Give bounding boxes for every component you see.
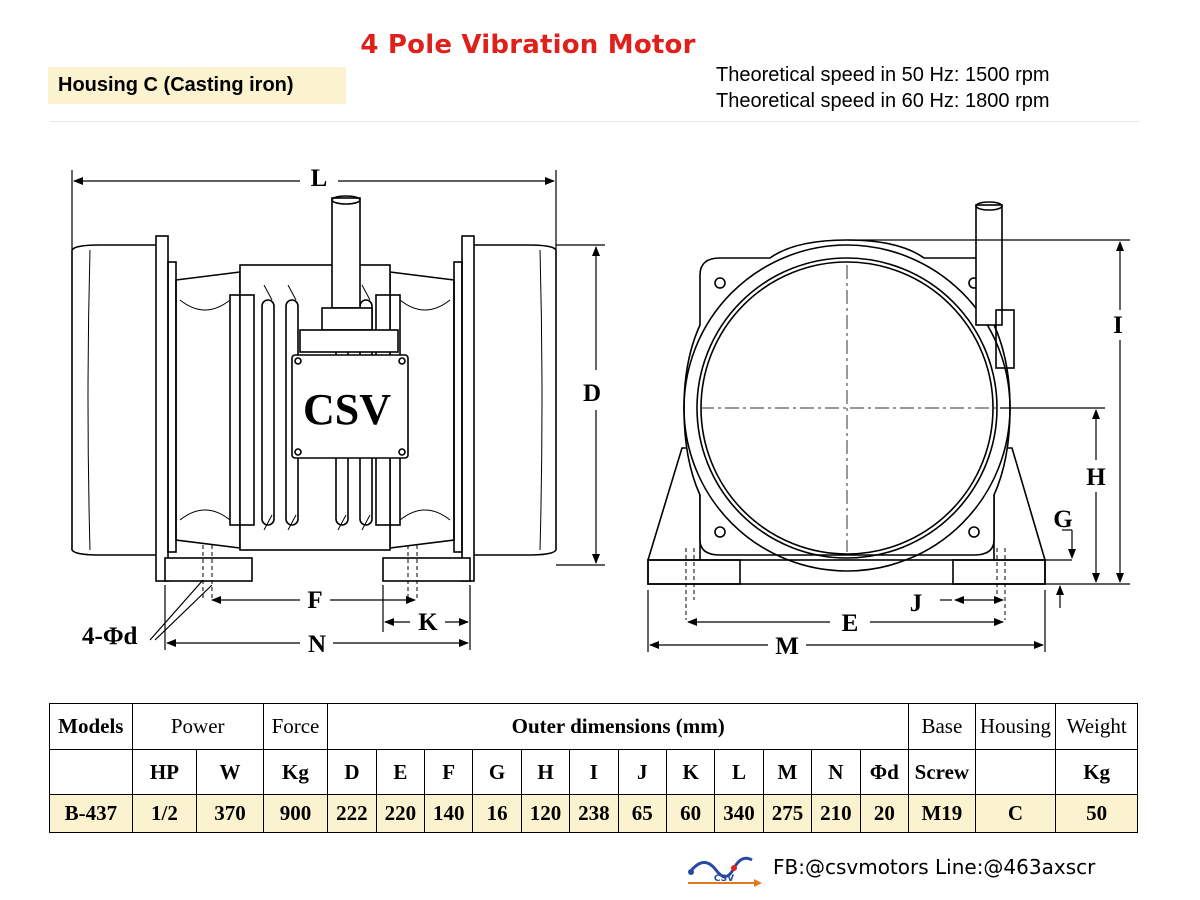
dim-label-n: N bbox=[308, 631, 326, 658]
table-cell: 370 bbox=[196, 794, 264, 833]
table-cell: 1/2 bbox=[131, 794, 198, 833]
header-outer-dimensions: Outer dimensions (mm) bbox=[327, 703, 910, 750]
speed-60hz: Theoretical speed in 60 Hz: 1800 rpm bbox=[716, 90, 1050, 112]
speed-50hz-label: Theoretical speed in 50 Hz: bbox=[716, 64, 960, 86]
dim-label-g: G bbox=[1053, 506, 1072, 533]
table-cell: 210 bbox=[811, 794, 861, 833]
logo-text: CSV bbox=[714, 874, 734, 884]
table-cell: 16 bbox=[472, 794, 522, 833]
subheader-cell: E bbox=[375, 749, 426, 795]
header-divider bbox=[50, 121, 1140, 122]
subheader-cell: J bbox=[617, 749, 667, 795]
header-models: Models bbox=[49, 703, 133, 750]
dim-label-f: F bbox=[307, 587, 322, 614]
brand-mark: CSV bbox=[303, 385, 391, 434]
front-view-dimensions bbox=[647, 239, 1130, 652]
subheader-cell bbox=[49, 749, 133, 795]
page-title: 4 Pole Vibration Motor bbox=[360, 30, 696, 60]
dim-label-l: L bbox=[311, 165, 328, 192]
subheader-cell bbox=[974, 749, 1057, 795]
speed-50hz-value: 1500 rpm bbox=[965, 64, 1050, 86]
subheader-cell: M bbox=[762, 749, 813, 795]
subheader-cell: Kg bbox=[1055, 749, 1138, 795]
subheader-cell: Φd bbox=[859, 749, 910, 795]
subheader-cell: L bbox=[714, 749, 764, 795]
table-header-row: Models Power Force Outer dimensions (mm)… bbox=[49, 703, 1138, 750]
table-cell: 238 bbox=[569, 794, 619, 833]
subheader-cell: W bbox=[196, 749, 264, 795]
subheader-cell: HP bbox=[131, 749, 198, 795]
table-cell: 65 bbox=[617, 794, 667, 833]
footer-contact: FB:@csvmotors Line:@463axscr bbox=[773, 855, 1096, 879]
technical-drawing: CSV L D F K N 4-Φd bbox=[71, 165, 1130, 660]
dim-label-hole: 4-Φd bbox=[82, 623, 138, 650]
subheader-cell: N bbox=[811, 749, 861, 795]
table-cell: M19 bbox=[908, 794, 976, 833]
dim-label-i: I bbox=[1113, 312, 1123, 339]
subheader-cell: H bbox=[520, 749, 571, 795]
header-force: Force bbox=[262, 703, 329, 750]
table-cell: 340 bbox=[714, 794, 764, 833]
dim-label-h: H bbox=[1086, 464, 1106, 491]
subheader-cell: Screw bbox=[908, 749, 976, 795]
header-housing: Housing bbox=[974, 703, 1057, 750]
table-cell: 140 bbox=[424, 794, 474, 833]
subheader-cell: G bbox=[472, 749, 522, 795]
front-view-centerlines bbox=[700, 265, 1000, 552]
side-view bbox=[71, 195, 557, 600]
header-weight: Weight bbox=[1055, 703, 1138, 750]
table-cell: 220 bbox=[375, 794, 426, 833]
speed-60hz-label: Theoretical speed in 60 Hz: bbox=[716, 90, 960, 112]
speed-60hz-value: 1800 rpm bbox=[965, 90, 1050, 112]
housing-badge: Housing C (Casting iron) bbox=[48, 67, 346, 104]
subheader-cell: D bbox=[327, 749, 377, 795]
subheader-cell: K bbox=[665, 749, 716, 795]
header-power: Power bbox=[131, 703, 264, 750]
speed-50hz: Theoretical speed in 50 Hz: 1500 rpm bbox=[716, 64, 1050, 87]
dim-label-j: J bbox=[910, 590, 923, 617]
table-cell: 50 bbox=[1055, 794, 1138, 833]
table-cell: 120 bbox=[520, 794, 571, 833]
spec-table: Models Power Force Outer dimensions (mm)… bbox=[49, 703, 1138, 833]
table-cell: 20 bbox=[859, 794, 910, 833]
header-base: Base bbox=[908, 703, 976, 750]
dim-label-k: K bbox=[418, 609, 438, 636]
table-cell: C bbox=[974, 794, 1057, 833]
table-cell: B-437 bbox=[49, 794, 133, 833]
csv-logo: CSV bbox=[688, 856, 762, 887]
table-cell: 275 bbox=[762, 794, 813, 833]
subheader-cell: F bbox=[424, 749, 474, 795]
subheader-cell: Kg bbox=[262, 749, 329, 795]
side-view-dimensions bbox=[71, 170, 605, 650]
table-cell: 222 bbox=[327, 794, 377, 833]
dim-label-e: E bbox=[842, 610, 859, 637]
table-cell: 60 bbox=[665, 794, 716, 833]
table-cell: 900 bbox=[262, 794, 329, 833]
dim-label-m: M bbox=[775, 633, 799, 660]
subheader-cell: I bbox=[569, 749, 619, 795]
dim-label-d: D bbox=[583, 380, 601, 407]
